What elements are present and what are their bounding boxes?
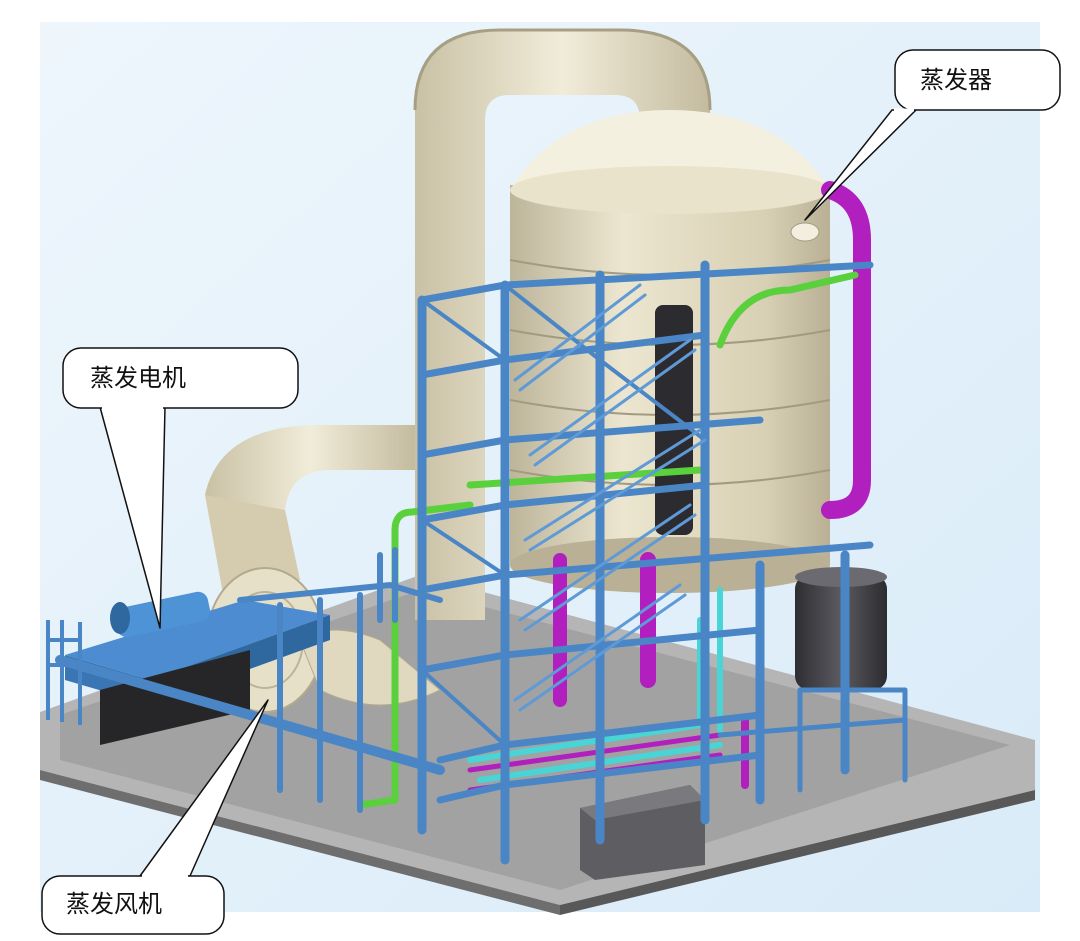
dark-column [655, 305, 693, 535]
callout-evaporator-motor [62, 347, 299, 629]
overhead-duct [413, 28, 712, 620]
label-evaporator-motor: 蒸发电机 [90, 364, 186, 392]
callout-evaporator [804, 49, 1061, 221]
label-evaporator: 蒸发器 [920, 66, 992, 94]
label-evaporator-fan: 蒸发风机 [66, 890, 162, 918]
control-cabinet [580, 785, 705, 880]
callout-evaporator-fan [41, 699, 269, 935]
steel-structure [55, 260, 908, 865]
